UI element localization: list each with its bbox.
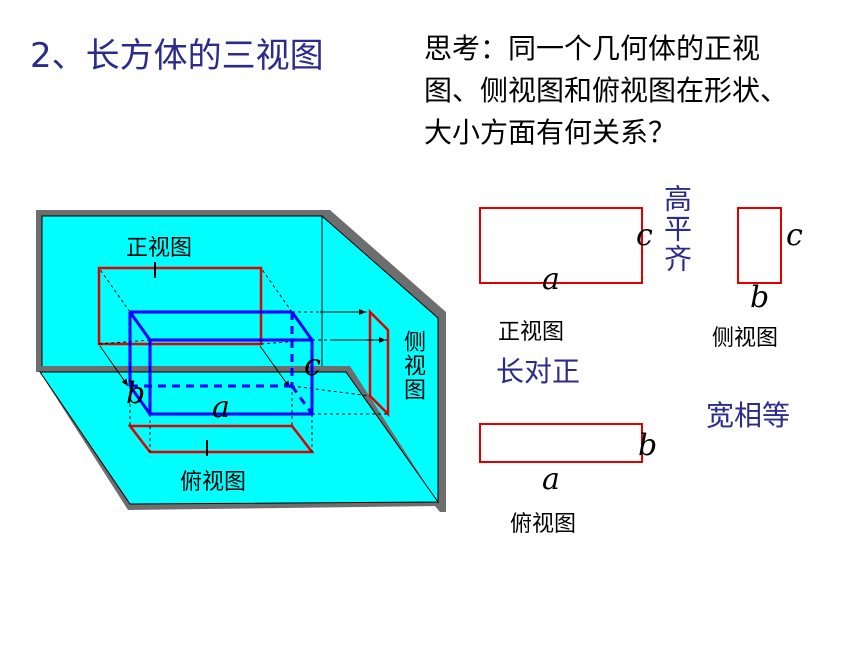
side-view-rect: [737, 207, 782, 284]
front-view-label: 正视图: [498, 320, 565, 345]
top-view-label: 俯视图: [510, 512, 577, 537]
top-view-depth-label: b: [638, 428, 658, 463]
question-line-2: 图、侧视图和俯视图在形状、: [424, 74, 789, 107]
front-view-rect: [479, 207, 643, 284]
side-projection: [368, 308, 390, 418]
rule-length-aligned: 长对正: [496, 355, 581, 388]
side-view-width-label: b: [750, 280, 770, 315]
front-projection: [97, 266, 263, 346]
front-view-plane-label: 正视图: [126, 236, 193, 261]
side-view-height-label: c: [786, 218, 803, 253]
cuboid-dim-c: c: [304, 348, 321, 383]
rule-height-equal: 高平齐: [660, 184, 693, 274]
top-view-rect: [479, 423, 643, 463]
horizontal-plane: [39, 371, 439, 505]
cuboid-dim-b: b: [126, 376, 146, 411]
top-view-width-label: a: [542, 462, 560, 497]
rule-width-equal: 宽相等: [706, 399, 791, 432]
question-line-3: 大小方面有何关系？: [424, 116, 677, 149]
question-text: 思考：同一个几何体的正视 图、侧视图和俯视图在形状、 大小方面有何关系？: [424, 28, 788, 154]
front-view-height-label: c: [636, 218, 653, 253]
top-view-plane-label: 俯视图: [180, 470, 247, 495]
front-view-width-label: a: [542, 262, 560, 297]
cuboid-dim-a: a: [212, 390, 230, 425]
side-view-plane-label: 侧视图: [400, 330, 425, 402]
page-title: 2、长方体的三视图: [30, 36, 324, 76]
side-view-label: 侧视图: [712, 326, 779, 351]
question-line-1: 思考：同一个几何体的正视: [424, 32, 761, 65]
cuboid: [128, 310, 314, 416]
